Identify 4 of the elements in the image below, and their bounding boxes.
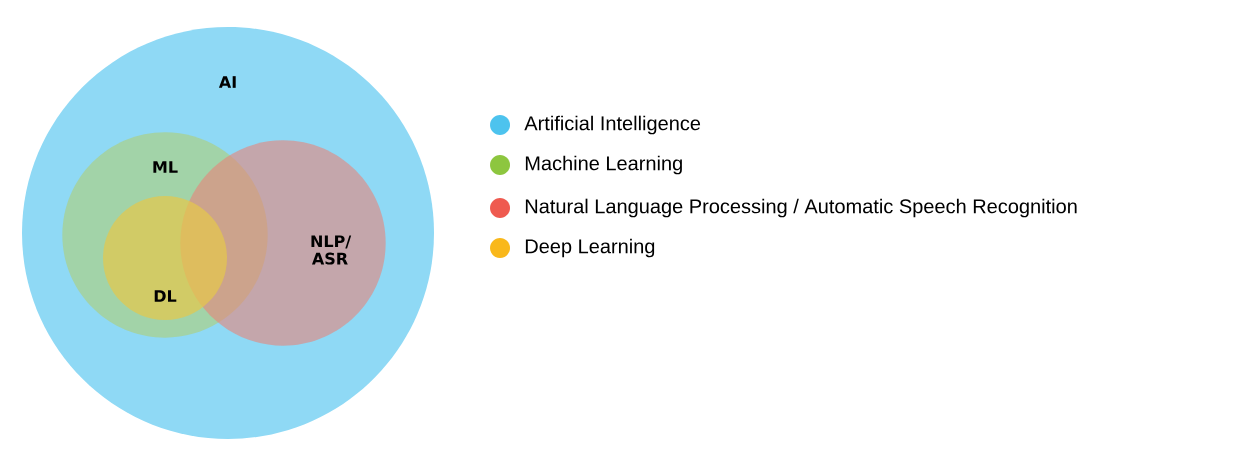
legend-item: Deep Learning [490,238,655,258]
legend-item: Artificial Intelligence [490,115,701,135]
legend-item: Machine Learning [490,155,682,175]
legend-item: Natural Language Processing / Automatic Speech Recognition [490,198,1077,218]
